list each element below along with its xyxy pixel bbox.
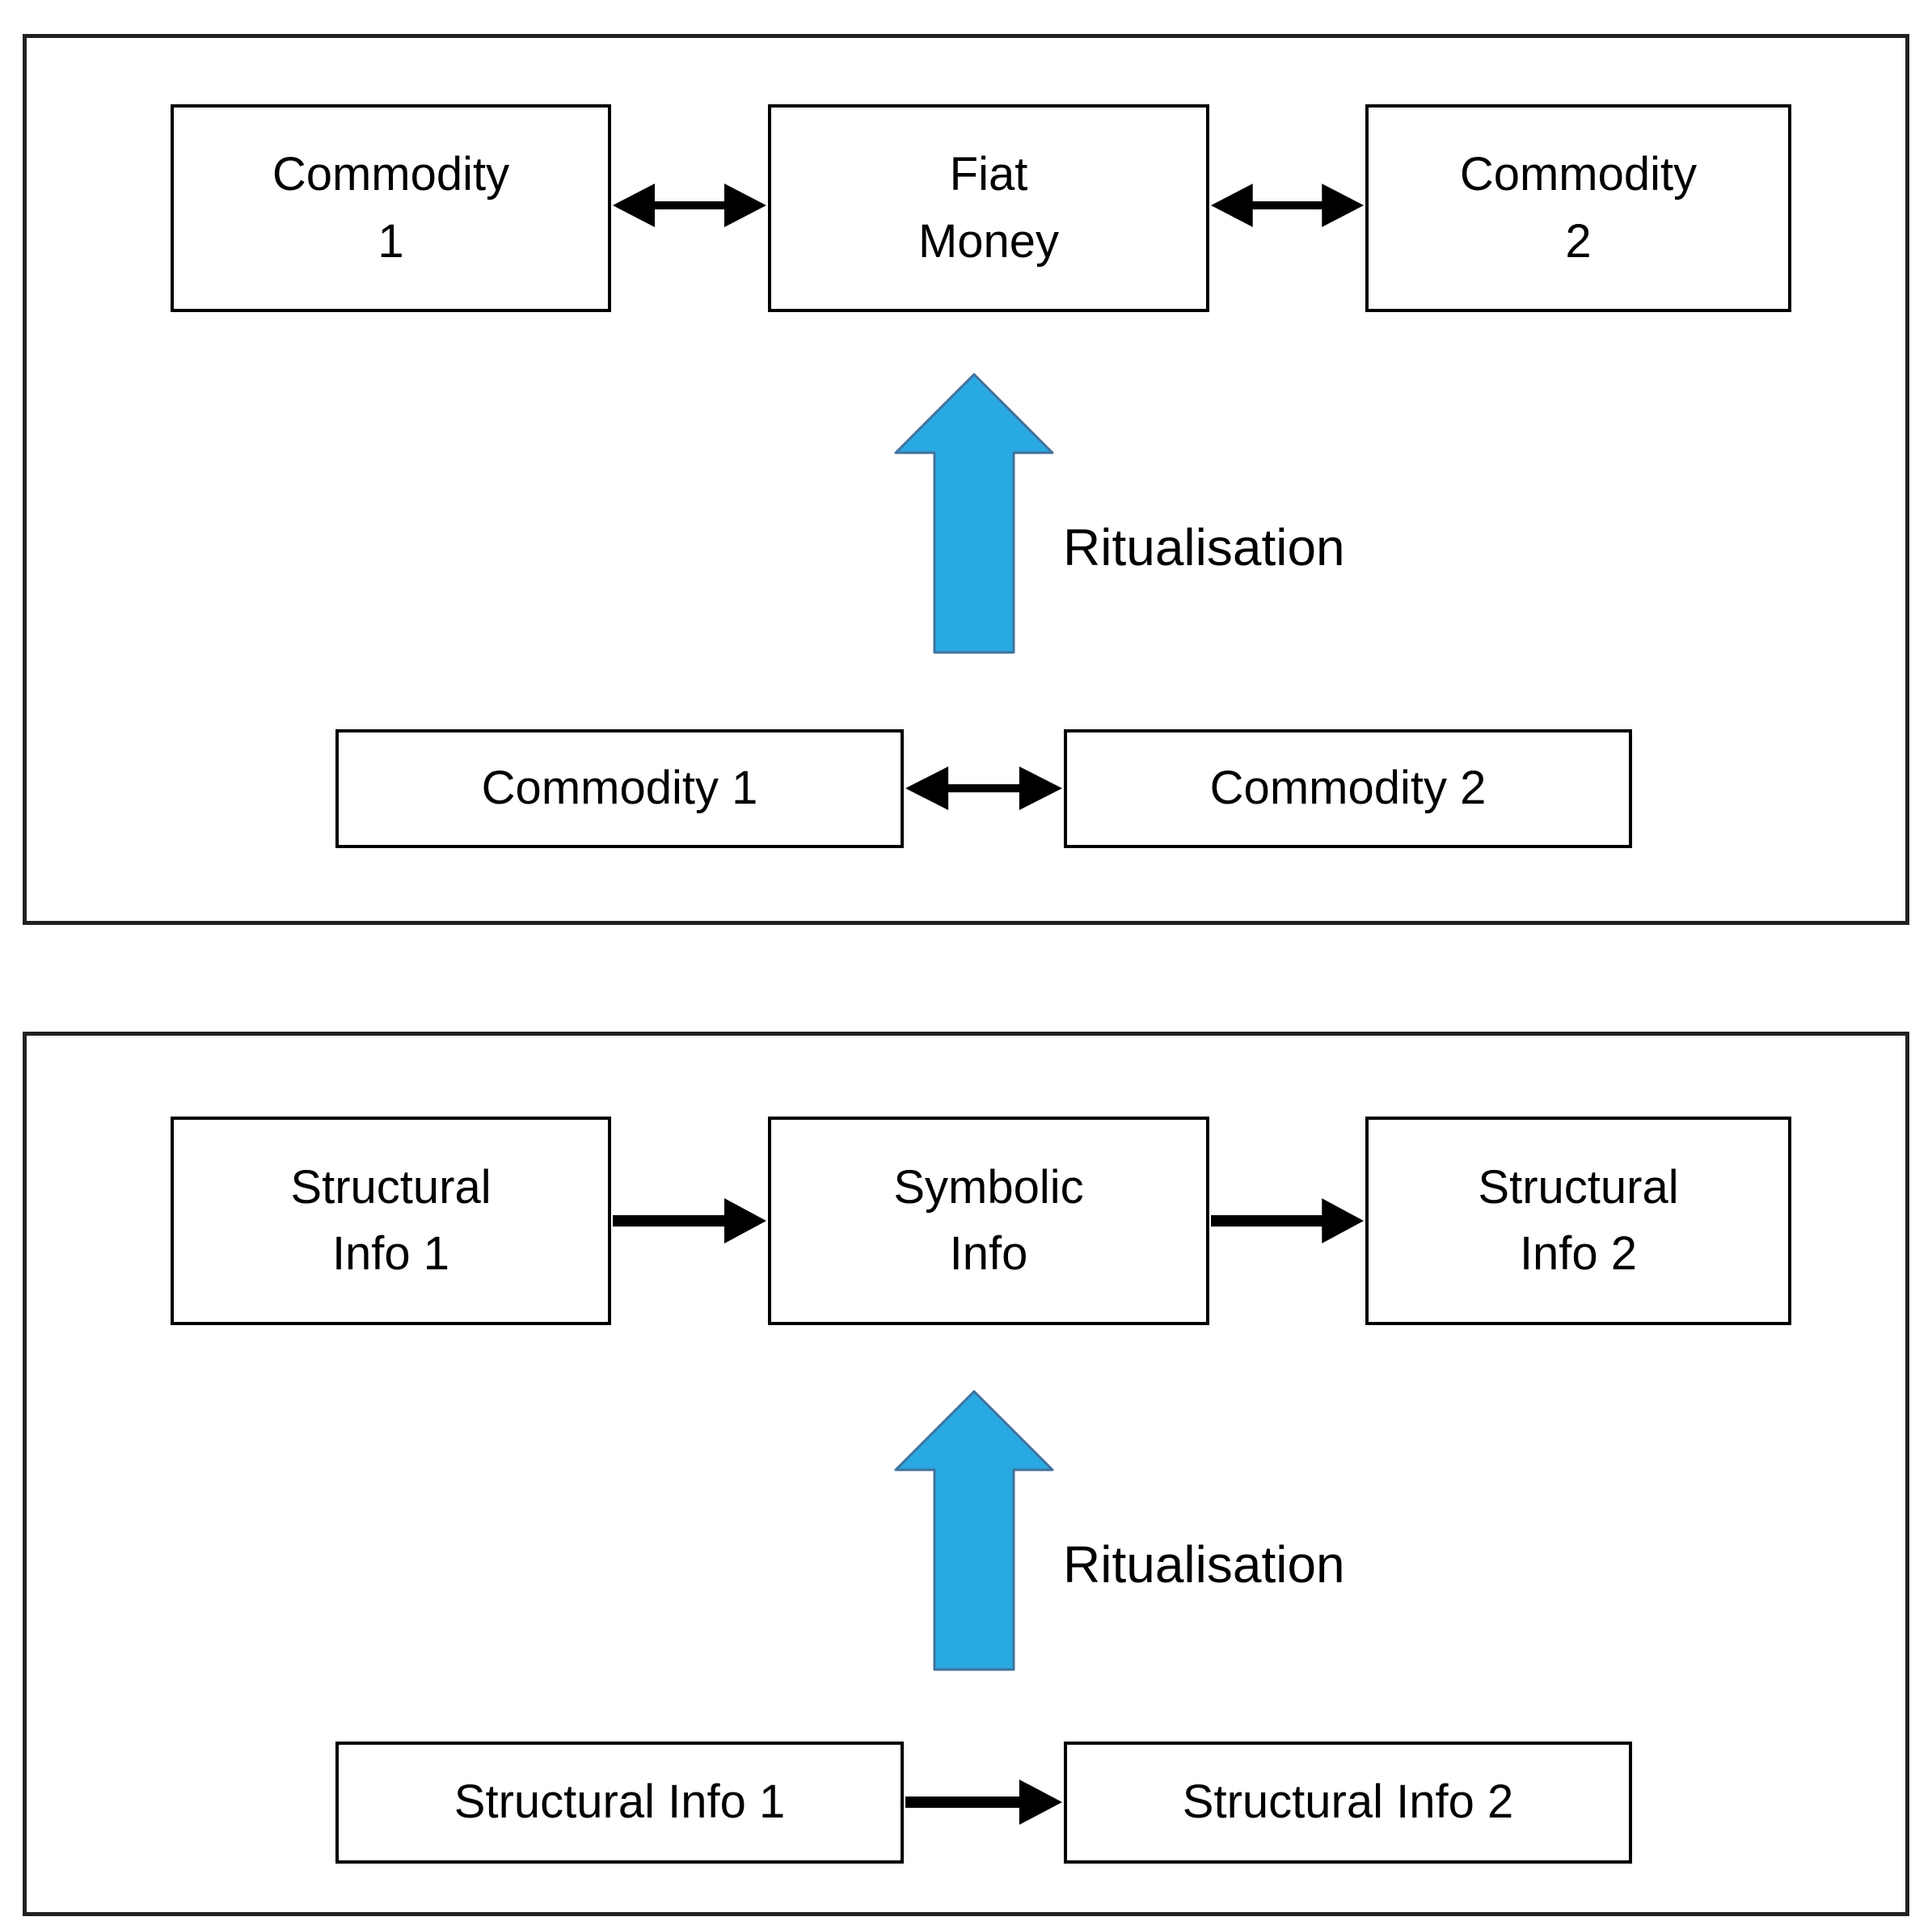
right-arrow-icon — [1210, 1198, 1365, 1243]
box-structural-info-2-bottom: Structural Info 2 — [1064, 1742, 1632, 1864]
ritualisation-label: Ritualisation — [1063, 1535, 1345, 1594]
box-label-line: Info — [949, 1227, 1028, 1280]
right-arrow-icon — [613, 1198, 766, 1243]
box-label-line: Symbolic — [893, 1160, 1084, 1214]
box-label-line: Commodity 2 — [1209, 762, 1487, 815]
ritualisation-up-arrow-icon — [894, 373, 1054, 654]
box-commodity-2-bottom: Commodity 2 — [1064, 729, 1632, 848]
commodity-money-panel: Commodity 1 Fiat Money Commodity 2 Ritua… — [23, 34, 1909, 925]
box-label-line: Structural — [1478, 1160, 1679, 1214]
ritualisation-up-arrow-icon — [894, 1390, 1054, 1671]
box-label-line: Info 1 — [331, 1227, 450, 1280]
box-commodity-1-top: Commodity 1 — [171, 104, 611, 312]
box-commodity-1-bottom: Commodity 1 — [335, 729, 904, 848]
ritualisation-label: Ritualisation — [1063, 518, 1345, 576]
box-commodity-2-top: Commodity 2 — [1365, 104, 1791, 312]
box-label-line: 1 — [378, 214, 404, 268]
box-label-line: Fiat — [949, 148, 1028, 201]
double-headed-arrow-icon — [905, 766, 1062, 810]
right-arrow-icon — [905, 1780, 1062, 1825]
box-label-line: Structural — [290, 1160, 491, 1214]
double-headed-arrow-icon — [1210, 184, 1365, 227]
box-label-line: Commodity — [1459, 148, 1698, 201]
box-symbolic-info: Symbolic Info — [768, 1117, 1209, 1325]
box-label-line: Structural Info 1 — [453, 1775, 786, 1829]
box-structural-info-1-bottom: Structural Info 1 — [335, 1742, 904, 1864]
double-headed-arrow-icon — [613, 184, 766, 227]
box-label-line: 2 — [1565, 214, 1592, 268]
box-structural-info-1-top: Structural Info 1 — [171, 1117, 611, 1325]
box-label-line: Commodity 1 — [481, 762, 758, 815]
box-label-line: Money — [917, 214, 1060, 268]
box-label-line: Commodity — [272, 148, 510, 201]
box-label-line: Structural Info 2 — [1182, 1775, 1514, 1829]
box-fiat-money: Fiat Money — [768, 104, 1209, 312]
box-label-line: Info 2 — [1519, 1227, 1638, 1280]
structural-info-panel: Structural Info 1 Symbolic Info Structur… — [23, 1032, 1909, 1916]
box-structural-info-2-top: Structural Info 2 — [1365, 1117, 1791, 1325]
